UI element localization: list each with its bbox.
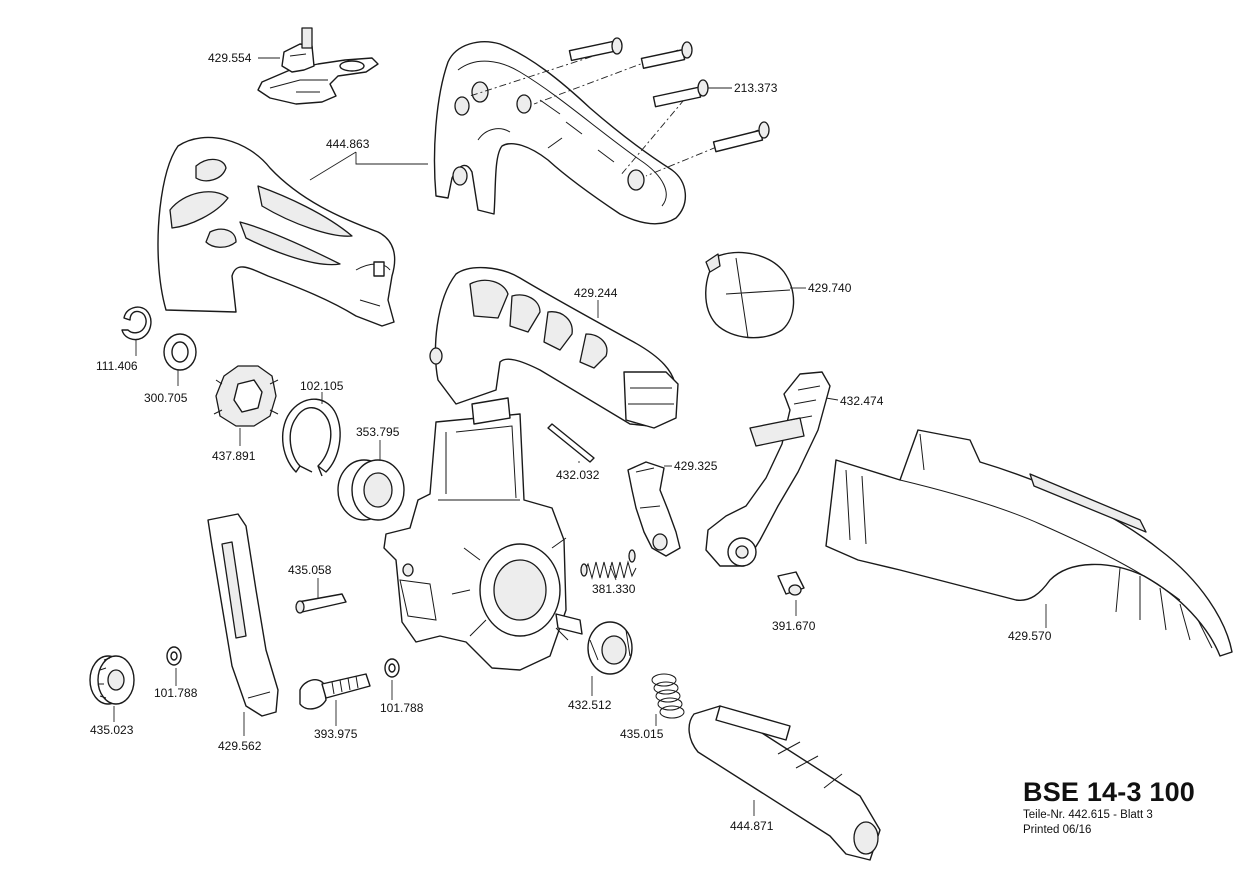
part-label: 300.705 bbox=[144, 391, 188, 405]
part-screws-drawing bbox=[469, 37, 770, 177]
part-label: 101.788 bbox=[154, 686, 198, 700]
part-label: 435.058 bbox=[288, 563, 332, 577]
model-title: BSE 14-3 100 bbox=[1023, 777, 1196, 807]
printed-date: Printed 06/16 bbox=[1023, 824, 1092, 836]
part-label: 353.795 bbox=[356, 425, 400, 439]
part-spring-drawing bbox=[580, 549, 637, 580]
part-label: 444.863 bbox=[326, 137, 370, 151]
part-label: 429.325 bbox=[674, 459, 718, 473]
part-label: 429.740 bbox=[808, 281, 852, 295]
part-label: 437.891 bbox=[212, 449, 256, 463]
part-guard-drawing bbox=[825, 429, 1233, 657]
part-label: 101.788 bbox=[380, 701, 424, 715]
part-label: 432.032 bbox=[556, 468, 600, 482]
part-knurled-nut-drawing bbox=[89, 655, 135, 705]
part-sleeve-drawing bbox=[777, 571, 805, 596]
part-handle-housing-drawing bbox=[383, 266, 679, 671]
part-cap-screw-drawing bbox=[299, 673, 371, 710]
part-washer-small-right-drawing bbox=[384, 658, 400, 678]
part-housing-shell-drawing bbox=[433, 41, 686, 225]
part-lever-drawing bbox=[627, 461, 681, 557]
part-label: 213.373 bbox=[734, 81, 778, 95]
part-label: 381.330 bbox=[592, 582, 636, 596]
part-cap-drawing bbox=[705, 251, 795, 339]
part-label: 432.474 bbox=[840, 394, 884, 408]
part-retaining-ring-drawing bbox=[281, 398, 341, 477]
part-slotted-link-drawing bbox=[207, 513, 279, 717]
title-block: BSE 14-3 100 Teile-Nr. 442.615 - Blatt 3… bbox=[1023, 776, 1233, 838]
part-label: 435.015 bbox=[620, 727, 664, 741]
part-label: 102.105 bbox=[300, 379, 344, 393]
part-bracket-drawing bbox=[257, 27, 379, 105]
part-bushing-drawing bbox=[555, 613, 633, 675]
part-label: 391.670 bbox=[772, 619, 816, 633]
part-label: 429.570 bbox=[1008, 629, 1052, 643]
part-label: 429.554 bbox=[208, 51, 252, 65]
part-compression-spring-drawing bbox=[651, 673, 685, 719]
part-hex-adjuster-drawing bbox=[213, 365, 279, 427]
part-circlip-drawing bbox=[121, 306, 152, 341]
part-label: 111.406 bbox=[96, 359, 138, 373]
part-washer-small-left-drawing bbox=[166, 646, 182, 666]
part-grip-cover-drawing bbox=[157, 136, 396, 327]
part-label: 429.244 bbox=[574, 286, 618, 300]
sheet-number: Teile-Nr. 442.615 - Blatt 3 bbox=[1023, 809, 1153, 821]
leader-lines bbox=[113, 57, 1047, 816]
part-arm-drawing bbox=[705, 371, 831, 567]
part-washer-drawing bbox=[163, 333, 197, 371]
part-label: 435.023 bbox=[90, 723, 134, 737]
part-dowel-drawing bbox=[295, 593, 347, 614]
part-label: 432.512 bbox=[568, 698, 612, 712]
part-bearing-drawing bbox=[337, 459, 405, 521]
part-tube-drawing bbox=[688, 705, 881, 861]
part-labels: 429.554 444.863 213.373 429.244 429.740 … bbox=[90, 51, 1052, 833]
part-label: 444.871 bbox=[730, 819, 774, 833]
part-pin-drawing bbox=[547, 423, 595, 463]
part-label: 393.975 bbox=[314, 727, 358, 741]
part-label: 429.562 bbox=[218, 739, 262, 753]
